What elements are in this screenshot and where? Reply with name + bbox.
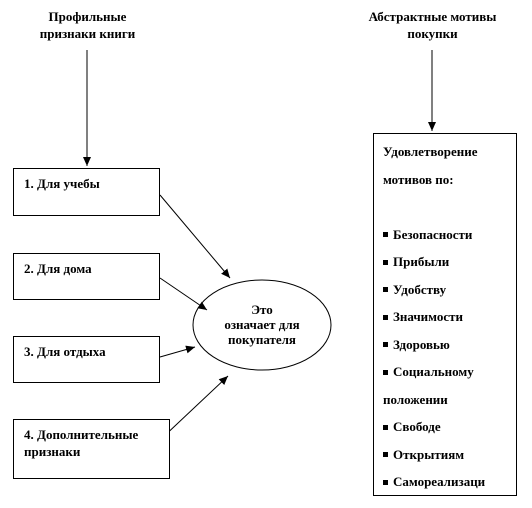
- motive-item: Свободе: [383, 413, 516, 441]
- bullet-icon: [383, 342, 388, 348]
- center-ellipse-line: Это: [251, 302, 273, 317]
- motive-item: Прибыли: [383, 248, 516, 276]
- profile-box-2: 2. Для дома: [13, 253, 160, 300]
- profile-box-label: 4. Дополнительные признаки: [24, 427, 139, 459]
- arrow-box2-to-ellipse: [159, 277, 208, 311]
- arrow-box4-to-ellipse: [159, 375, 229, 441]
- bullet-icon: [383, 287, 388, 293]
- profile-box-4: 4. Дополнительные признаки: [13, 419, 170, 479]
- motive-item: Значимости: [383, 303, 516, 331]
- motive-item: Удобству: [383, 276, 516, 304]
- motive-item: Социальному положении: [383, 364, 474, 407]
- left-heading-line: Профильные: [48, 9, 127, 24]
- bullet-icon: [383, 479, 388, 485]
- arrow-box3-to-ellipse: [159, 345, 196, 358]
- center-ellipse: [192, 279, 332, 371]
- motives-title-line: мотивов по:: [383, 171, 454, 187]
- motives-title-line: Удовлетворение: [383, 144, 478, 159]
- profile-box-1: 1. Для учебы: [13, 168, 160, 216]
- motive-item: Открытиям: [383, 441, 516, 469]
- bullet-icon: [383, 259, 388, 265]
- profile-box-3: 3. Для отдыха: [13, 336, 160, 383]
- motives-box: Удовлетворение мотивов по: Безопасности …: [373, 133, 517, 496]
- left-heading-line: признаки книги: [39, 26, 136, 41]
- profile-box-label: 3. Для отдыха: [24, 344, 106, 359]
- profile-box-label: 1. Для учебы: [24, 176, 100, 191]
- arrow-box1-to-ellipse: [159, 194, 231, 279]
- center-ellipse-text: Это означает для покупателя: [200, 302, 324, 347]
- center-ellipse-line: означает для: [224, 317, 300, 332]
- bullet-icon: [383, 452, 388, 458]
- motive-item: Самореализаци: [383, 468, 516, 496]
- right-heading: Абстрактные мотивы покупки: [350, 8, 515, 42]
- motive-item: Безопасности: [383, 221, 516, 249]
- bullet-icon: [383, 424, 388, 430]
- profile-box-label: 2. Для дома: [24, 261, 92, 276]
- right-heading-line: покупки: [407, 26, 458, 41]
- motives-title: Удовлетворение мотивов по:: [383, 138, 516, 193]
- bullet-icon: [383, 369, 388, 375]
- bullet-icon: [383, 314, 388, 320]
- bullet-icon: [383, 232, 388, 238]
- motive-item: Здоровью: [383, 331, 516, 359]
- motives-list: Безопасности Прибыли Удобству Значимости…: [383, 221, 516, 496]
- right-heading-line: Абстрактные мотивы: [368, 9, 497, 24]
- center-ellipse-line: покупателя: [228, 332, 296, 347]
- left-heading: Профильные признаки книги: [20, 8, 155, 42]
